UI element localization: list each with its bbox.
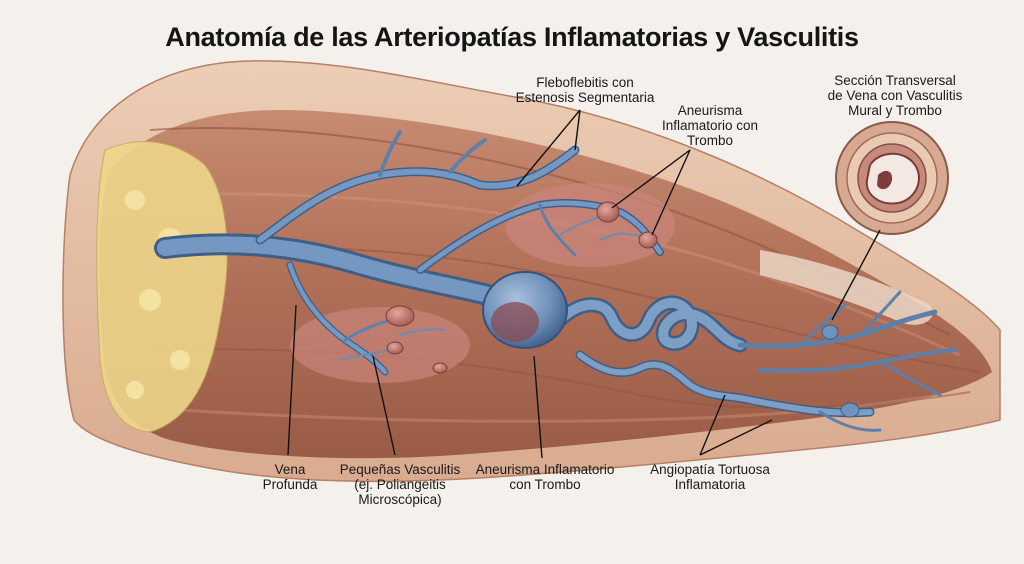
cross-section-inset bbox=[835, 121, 949, 235]
muscle-band bbox=[179, 390, 961, 423]
vein-branch bbox=[858, 290, 902, 337]
tortuous-vein bbox=[577, 352, 873, 416]
limb bbox=[62, 60, 1001, 483]
leader-line bbox=[372, 355, 396, 456]
leader-line bbox=[611, 149, 691, 209]
vein-branch bbox=[737, 309, 938, 349]
leader-line bbox=[699, 394, 726, 456]
label-aneurisma-top: Aneurisma Inflamatorio con Trombo bbox=[661, 103, 759, 148]
deep-vein bbox=[157, 236, 508, 306]
aneurysm-nodule bbox=[386, 341, 404, 355]
label-angiopatia-tortuosa: Angiopatía Tortuosa Inflamatoria bbox=[650, 462, 770, 492]
leader-line bbox=[287, 304, 297, 456]
distal-aneurysm bbox=[821, 324, 839, 340]
vein-branch bbox=[343, 318, 392, 342]
fat-layer bbox=[96, 141, 228, 433]
vein-network bbox=[154, 130, 957, 432]
fat-lobule bbox=[126, 381, 144, 399]
fat-lobule bbox=[170, 350, 190, 370]
cross-section-thrombus bbox=[865, 152, 920, 205]
thrombus bbox=[491, 302, 539, 342]
vein-branch bbox=[798, 303, 847, 347]
fat-lobule bbox=[125, 190, 145, 210]
diagram-title: Anatomía de las Arteriopatías Inflamator… bbox=[165, 22, 859, 52]
small-vessel bbox=[399, 328, 446, 336]
cross-section-clot bbox=[877, 170, 893, 190]
inflamed-tissue bbox=[290, 307, 470, 383]
leader-line bbox=[651, 149, 691, 236]
leader-line bbox=[533, 355, 543, 459]
leader-line bbox=[574, 109, 581, 151]
label-seccion-transversal: Sección Transversal de Vena con Vasculit… bbox=[827, 73, 963, 118]
label-vena-profunda: Vena Profunda bbox=[262, 462, 318, 492]
vein-branch bbox=[538, 203, 577, 257]
vein-branch bbox=[417, 200, 663, 273]
lesions bbox=[385, 201, 860, 418]
label-fleboflebitis: Fleboflebitis con Estenosis Segmentaria bbox=[515, 75, 655, 105]
distal-aneurysm bbox=[840, 402, 860, 418]
aneurysm-nodule bbox=[385, 305, 415, 327]
leader-line bbox=[516, 109, 581, 187]
label-aneurisma-bottom: Aneurisma Inflamatorio con Trombo bbox=[475, 462, 615, 492]
tendon bbox=[760, 250, 933, 325]
aneurysm-nodule bbox=[432, 362, 448, 374]
leader-line bbox=[699, 419, 773, 456]
vein-branch bbox=[257, 147, 578, 243]
leader-line bbox=[831, 229, 881, 321]
aneurysm-nodule bbox=[638, 231, 658, 249]
leader-lines bbox=[287, 109, 881, 459]
tortuous-vein bbox=[555, 297, 745, 350]
vein-branch bbox=[448, 138, 487, 174]
vein-branch bbox=[818, 410, 882, 432]
label-pequenas-vasculitis: Pequeñas Vasculitis (ej. Poliangeitis Mi… bbox=[339, 462, 461, 507]
vein-branch bbox=[878, 360, 942, 397]
fat-lobule bbox=[139, 289, 161, 311]
vein-branch bbox=[378, 130, 402, 177]
inflamed-tissue bbox=[505, 183, 675, 267]
